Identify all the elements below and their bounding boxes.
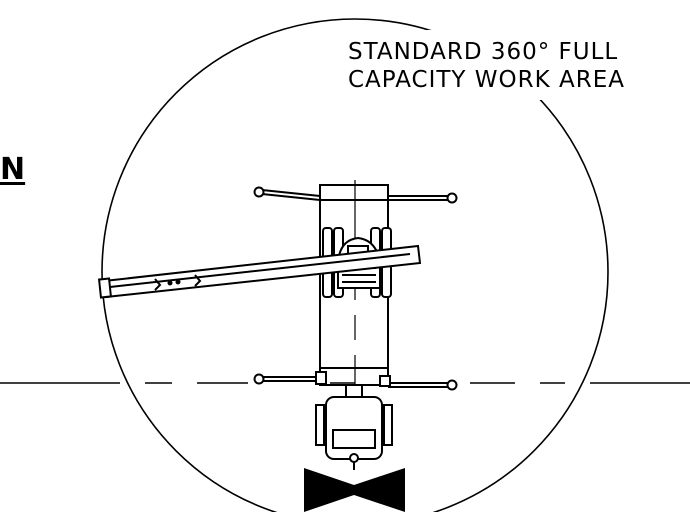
label-mask: [342, 30, 642, 100]
boom: [97, 244, 422, 299]
work-area-label-line2: CAPACITY WORK AREA: [348, 67, 625, 93]
outrigger-rear-right: [388, 379, 458, 391]
outrigger-front-left: [253, 186, 321, 201]
work-area-circle: [101, 18, 609, 517]
outrigger-front-right: [388, 192, 458, 204]
bottom-wedge: [304, 468, 405, 512]
rear-hitch: [315, 384, 393, 470]
work-area-label: STANDARD 360° FULL CAPACITY WORK AREA: [348, 38, 625, 94]
work-area-label-line1: STANDARD 360° FULL: [348, 39, 619, 65]
clipped-heading: N: [0, 152, 26, 187]
rear-connectors: [315, 371, 391, 387]
outrigger-rear-left: [253, 373, 322, 385]
